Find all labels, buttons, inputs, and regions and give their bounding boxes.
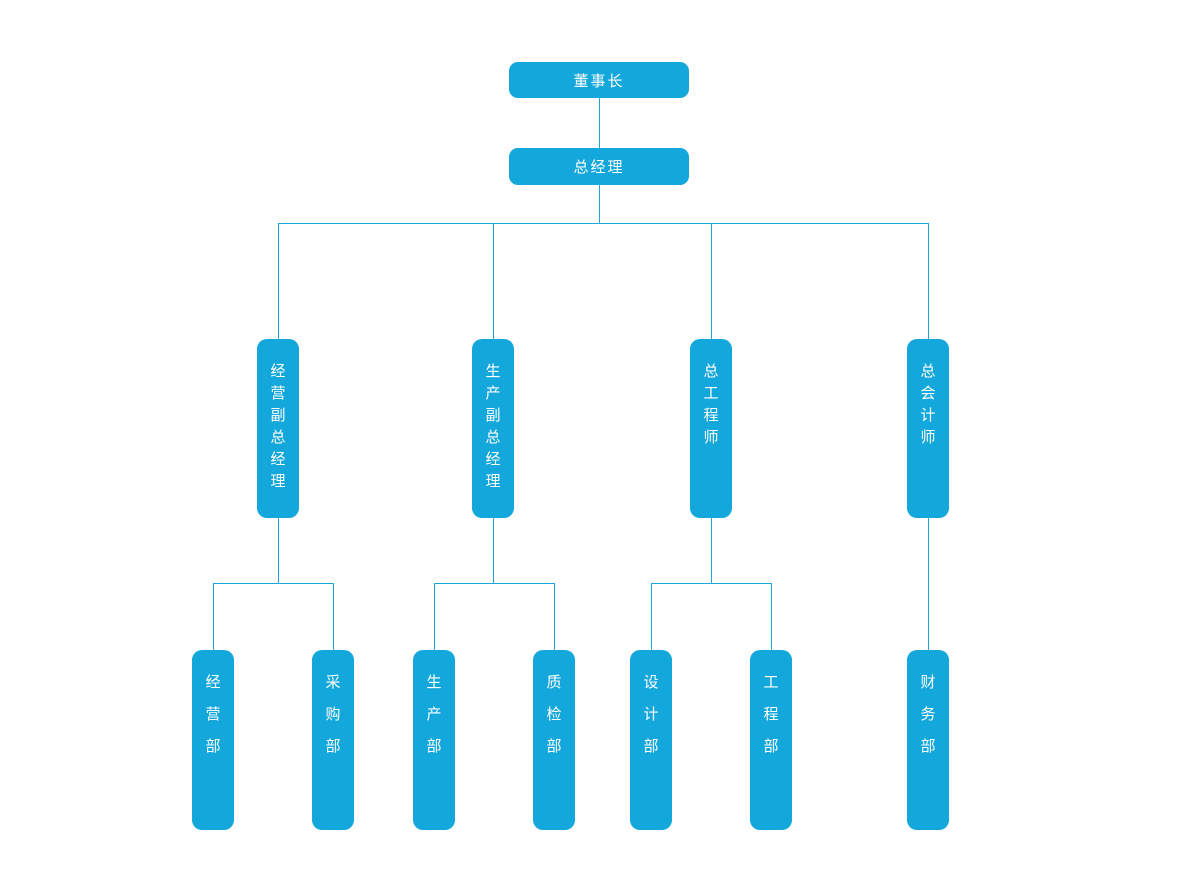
org-node-label: 总经理 bbox=[573, 158, 625, 176]
org-node-chief-engineer: 总工程师 bbox=[690, 339, 732, 518]
org-node-label: 经营部 bbox=[203, 674, 222, 770]
connector-line bbox=[651, 583, 772, 584]
org-node-label: 总会计师 bbox=[918, 363, 937, 451]
org-node-dept-quality: 质检部 bbox=[533, 650, 575, 830]
org-node-label: 采购部 bbox=[323, 674, 342, 770]
org-node-label: 生产副总经理 bbox=[483, 363, 502, 495]
org-node-label: 设计部 bbox=[641, 674, 660, 770]
org-node-chairman: 董事长 bbox=[509, 62, 689, 98]
org-node-dept-operations: 经营部 bbox=[192, 650, 234, 830]
connector-line bbox=[493, 518, 494, 583]
org-node-vp-production: 生产副总经理 bbox=[472, 339, 514, 518]
org-node-dept-purchasing: 采购部 bbox=[312, 650, 354, 830]
org-node-chief-accountant: 总会计师 bbox=[907, 339, 949, 518]
connector-line bbox=[278, 223, 279, 339]
connector-line bbox=[554, 583, 555, 650]
connector-line bbox=[278, 223, 929, 224]
connector-line bbox=[434, 583, 555, 584]
connector-line bbox=[213, 583, 334, 584]
org-node-label: 经营副总经理 bbox=[268, 363, 287, 495]
connector-line bbox=[493, 223, 494, 339]
connector-line bbox=[651, 583, 652, 650]
org-node-dept-finance: 财务部 bbox=[907, 650, 949, 830]
connector-line bbox=[599, 185, 600, 223]
connector-line bbox=[599, 98, 600, 148]
connector-line bbox=[928, 518, 929, 650]
connector-line bbox=[711, 223, 712, 339]
org-node-label: 工程部 bbox=[761, 674, 780, 770]
org-node-label: 质检部 bbox=[544, 674, 563, 770]
connector-line bbox=[711, 518, 712, 583]
connector-line bbox=[434, 583, 435, 650]
connector-line bbox=[278, 518, 279, 583]
org-node-label: 生产部 bbox=[424, 674, 443, 770]
connector-line bbox=[928, 223, 929, 339]
connector-line bbox=[213, 583, 214, 650]
org-node-general-manager: 总经理 bbox=[509, 148, 689, 185]
org-node-label: 总工程师 bbox=[701, 363, 720, 451]
org-node-dept-production: 生产部 bbox=[413, 650, 455, 830]
org-node-label: 财务部 bbox=[918, 674, 937, 770]
org-node-vp-operations: 经营副总经理 bbox=[257, 339, 299, 518]
org-node-dept-engineering: 工程部 bbox=[750, 650, 792, 830]
connector-line bbox=[771, 583, 772, 650]
org-node-label: 董事长 bbox=[573, 71, 625, 90]
org-node-dept-design: 设计部 bbox=[630, 650, 672, 830]
connector-line bbox=[333, 583, 334, 650]
